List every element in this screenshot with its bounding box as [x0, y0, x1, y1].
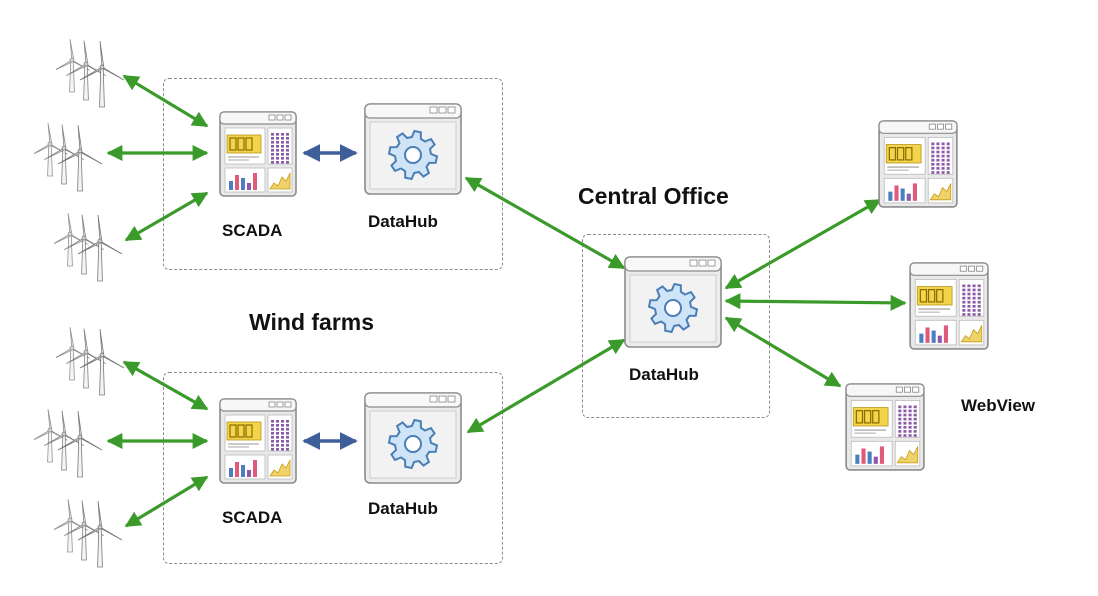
link-turbine1-scada-top: [122, 74, 209, 128]
link-turbine3-scada-top: [124, 191, 209, 242]
wind-turbine-icon: [54, 213, 123, 282]
webview-label: WebView: [961, 396, 1036, 415]
wind-farms-label: Wind farms: [249, 309, 375, 335]
gear-icon: [624, 256, 722, 348]
web-dashboard-icon: [845, 383, 925, 471]
link-central-webview1: [724, 198, 882, 290]
link-central-webview3: [724, 316, 842, 388]
scada-dashboard-icon: [219, 398, 297, 484]
gear-icon: [364, 392, 462, 484]
scada-dashboard-icon: [219, 111, 297, 197]
link-top-datahub-central: [464, 176, 626, 270]
link-turbine1-scada-bottom: [122, 360, 209, 411]
wind-turbine-icon: [54, 499, 123, 568]
web-dashboard-icon: [909, 262, 989, 350]
scada-label-bottom: SCADA: [222, 508, 283, 527]
link-central-webview2: [724, 293, 907, 311]
scada-label-top: SCADA: [222, 221, 283, 240]
central-office-label: Central Office: [578, 183, 729, 209]
datahub-label-central: DataHub: [629, 365, 699, 384]
wind-turbine-icon: [34, 409, 103, 478]
wind-turbine-icon: [34, 123, 103, 192]
wind-farm-bottom-group: [163, 372, 503, 564]
web-dashboard-icon: [878, 120, 958, 208]
link-bottom-datahub-central: [466, 338, 626, 434]
datahub-label-bottom: DataHub: [368, 499, 438, 518]
gear-icon: [364, 103, 462, 195]
link-turbine3-scada-bottom: [124, 475, 209, 528]
datahub-label-top: DataHub: [368, 212, 438, 231]
wind-turbine-icon: [56, 327, 125, 396]
wind-farm-top-group: [163, 78, 503, 270]
wind-turbine-icon: [56, 39, 125, 108]
